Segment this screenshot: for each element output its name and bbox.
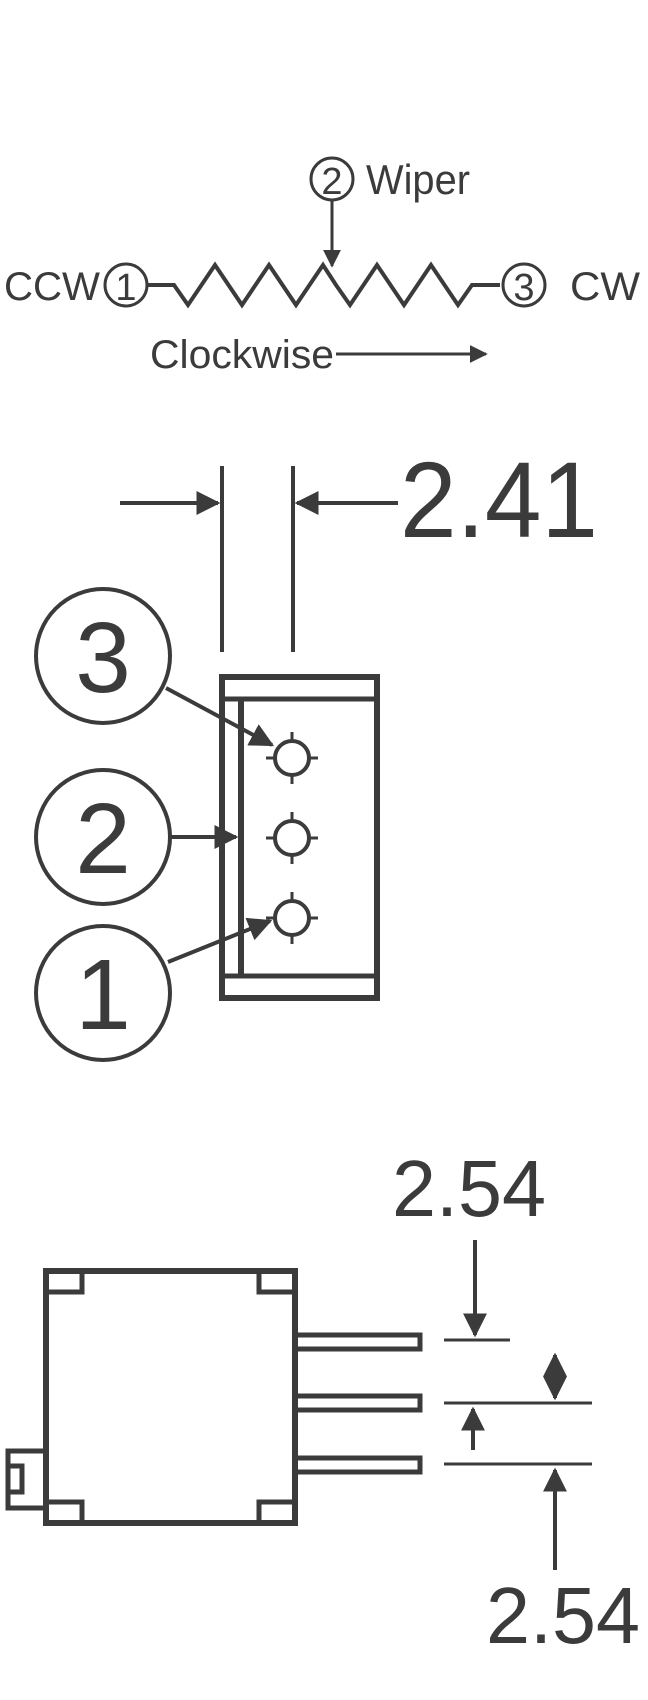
pin-spacing-dimension: 2.41 [400,439,598,560]
pin3-callout-number: 3 [75,602,131,714]
upper-spacing-dimension: 2.54 [392,1144,546,1233]
lower-spacing-dimension: 2.54 [486,1571,640,1660]
pin3-schematic-number: 3 [513,267,534,309]
pin1-schematic-marker: 1 [103,262,149,309]
pin3-schematic-marker: 3 [501,262,547,309]
adjustment-screw [5,1448,46,1511]
resistor-zigzag [147,261,500,309]
wiper-label: Wiper [366,156,470,203]
corner-tab-top-left [43,1268,85,1295]
pin2-callout: 2 [34,768,172,906]
clockwise-label: Clockwise [150,333,334,377]
side-pin-upper [292,1332,423,1352]
pin2-schematic-number: 2 [321,161,342,203]
top-view-lower-flange [219,973,380,1001]
pin3-hole [266,732,318,784]
side-view-body [43,1268,298,1526]
pin1-hole [266,892,318,944]
side-pin-middle [292,1393,423,1413]
pin2-schematic-marker: 2 [309,156,355,203]
pin2-hole [266,812,318,864]
pin1-callout: 1 [34,924,172,1062]
corner-tab-bottom-left [43,1499,85,1526]
pin3-callout: 3 [34,587,172,725]
pin1-leader-arrow [167,917,273,964]
top-view-upper-flange [219,674,380,702]
top-view-drawing: 2.41 3 [34,439,598,1062]
schematic-symbol: CCW 1 3 CW 2 Wiper Clockwise [4,156,640,377]
side-pin-lower [292,1455,423,1475]
pin1-schematic-number: 1 [115,267,136,309]
top-view-body-outline [219,674,380,1001]
pin2-callout-number: 2 [75,783,131,895]
corner-tab-bottom-right [256,1499,298,1526]
ccw-label: CCW [4,265,100,309]
cw-label: CW [570,265,640,309]
pin3-leader-arrow [165,686,275,747]
pin1-callout-number: 1 [75,939,131,1051]
corner-tab-top-right [256,1268,298,1295]
side-view-drawing: 2.54 2.54 [5,1144,640,1660]
